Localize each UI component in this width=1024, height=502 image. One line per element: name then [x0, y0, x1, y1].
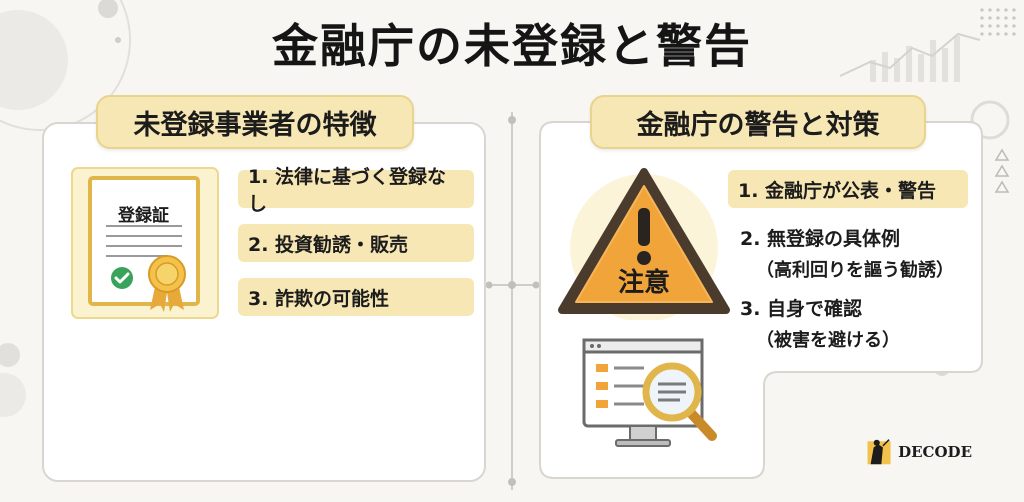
certificate-label: 登録証 — [118, 206, 169, 226]
logo-mark-icon — [867, 439, 891, 465]
right-item-1: 1. 金融庁が公表・警告 — [728, 170, 968, 208]
ribbon-badge-icon — [148, 255, 186, 312]
right-item-2-sub: （高利回りを謳う勧誘） — [756, 260, 954, 281]
warning-triangle-icon — [558, 168, 730, 320]
right-item-3: 3. 自身で確認 — [740, 298, 863, 320]
magnifier-icon — [642, 362, 717, 441]
warning-label: 注意 — [617, 268, 670, 298]
left-item-1: 1. 法律に基づく登録なし — [238, 166, 474, 215]
left-panel-heading: 未登録事業者の特徴 — [96, 95, 414, 149]
right-panel-heading: 金融庁の警告と対策 — [590, 95, 926, 149]
decode-logo: DECODE — [866, 432, 972, 472]
right-item-3-sub: （被害を避ける） — [756, 330, 900, 351]
right-item-2: 2. 無登録の具体例 — [740, 228, 901, 250]
logo-text: DECODE — [898, 443, 972, 461]
checkmark-icon — [111, 267, 133, 289]
left-item-3: 3. 詐欺の可能性 — [238, 278, 474, 316]
left-item-2: 2. 投資勧誘・販売 — [238, 224, 474, 262]
page-title: 金融庁の未登録と警告 — [272, 19, 752, 73]
